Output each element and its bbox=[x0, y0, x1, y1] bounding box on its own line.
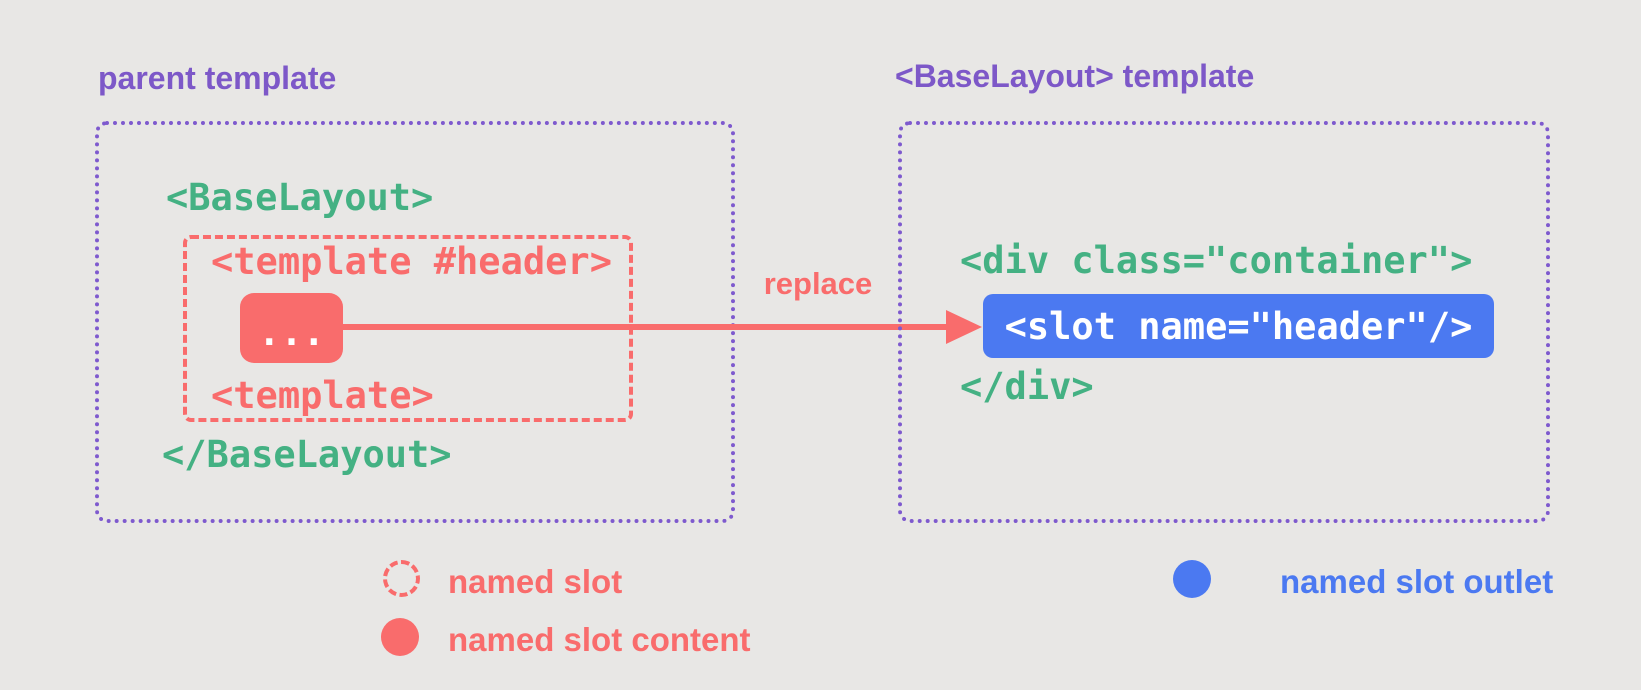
named-slot-outlet-legend-icon bbox=[1173, 560, 1211, 598]
baselayout-template-title: <BaseLayout> template bbox=[895, 58, 1255, 94]
template-close-tag: <template> bbox=[211, 374, 434, 417]
div-close-tag: </div> bbox=[960, 365, 1094, 408]
baselayout-template-box bbox=[898, 121, 1550, 523]
replace-arrow-icon bbox=[343, 310, 982, 344]
parent-template-box bbox=[95, 121, 735, 523]
named-slot-content-legend-label: named slot content bbox=[448, 621, 751, 658]
replace-label: replace bbox=[763, 266, 873, 301]
template-header-open-tag: <template #header> bbox=[211, 240, 612, 283]
slot-outlet-tag: <slot name="header"/> bbox=[1004, 304, 1473, 348]
named-slot-content-legend-icon bbox=[381, 618, 419, 656]
ellipsis-placeholder: ... bbox=[258, 310, 325, 354]
baselayout-open-tag: <BaseLayout> bbox=[166, 176, 434, 219]
div-container-open-tag: <div class="container"> bbox=[960, 239, 1473, 282]
named-slot-legend-icon bbox=[383, 560, 420, 597]
named-slot-legend-label: named slot bbox=[448, 563, 623, 600]
baselayout-close-tag: </BaseLayout> bbox=[162, 433, 452, 476]
named-slot-outlet-box: <slot name="header"/> bbox=[983, 294, 1494, 358]
named-slot-content-chip: ... bbox=[240, 293, 343, 363]
parent-template-title: parent template bbox=[98, 60, 337, 96]
named-slot-outlet-legend-label: named slot outlet bbox=[1280, 563, 1554, 600]
